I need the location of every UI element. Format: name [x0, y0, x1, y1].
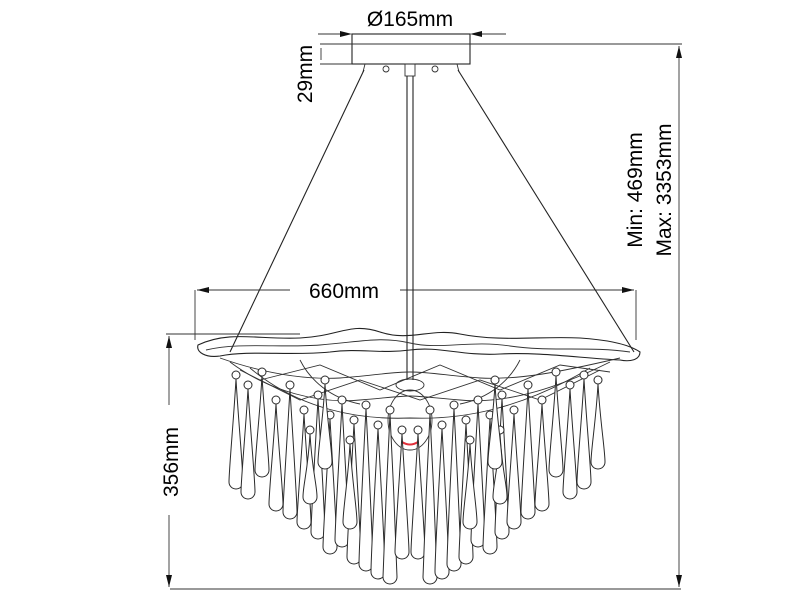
canopy-height-label: 29mm [294, 45, 317, 103]
body-height-dimension: 356mm [150, 333, 300, 587]
canopy-height-dimension: 29mm [294, 43, 352, 103]
overall-min-label: Min: 469mm [624, 132, 647, 248]
overall-height-dimension: Min: 469mm Max: 3353mm [170, 43, 682, 590]
overall-max-label: Max: 3353mm [653, 123, 676, 256]
body-height-label: 356mm [160, 427, 183, 497]
crystal-drops [228, 367, 606, 585]
width-label: 660mm [309, 280, 379, 303]
suspension [229, 69, 635, 380]
width-dimension: 660mm [194, 280, 637, 340]
canopy-diameter-dimension: Ø165mm [318, 8, 506, 37]
canopy-diameter-label: Ø165mm [367, 8, 453, 31]
canopy [351, 33, 471, 77]
